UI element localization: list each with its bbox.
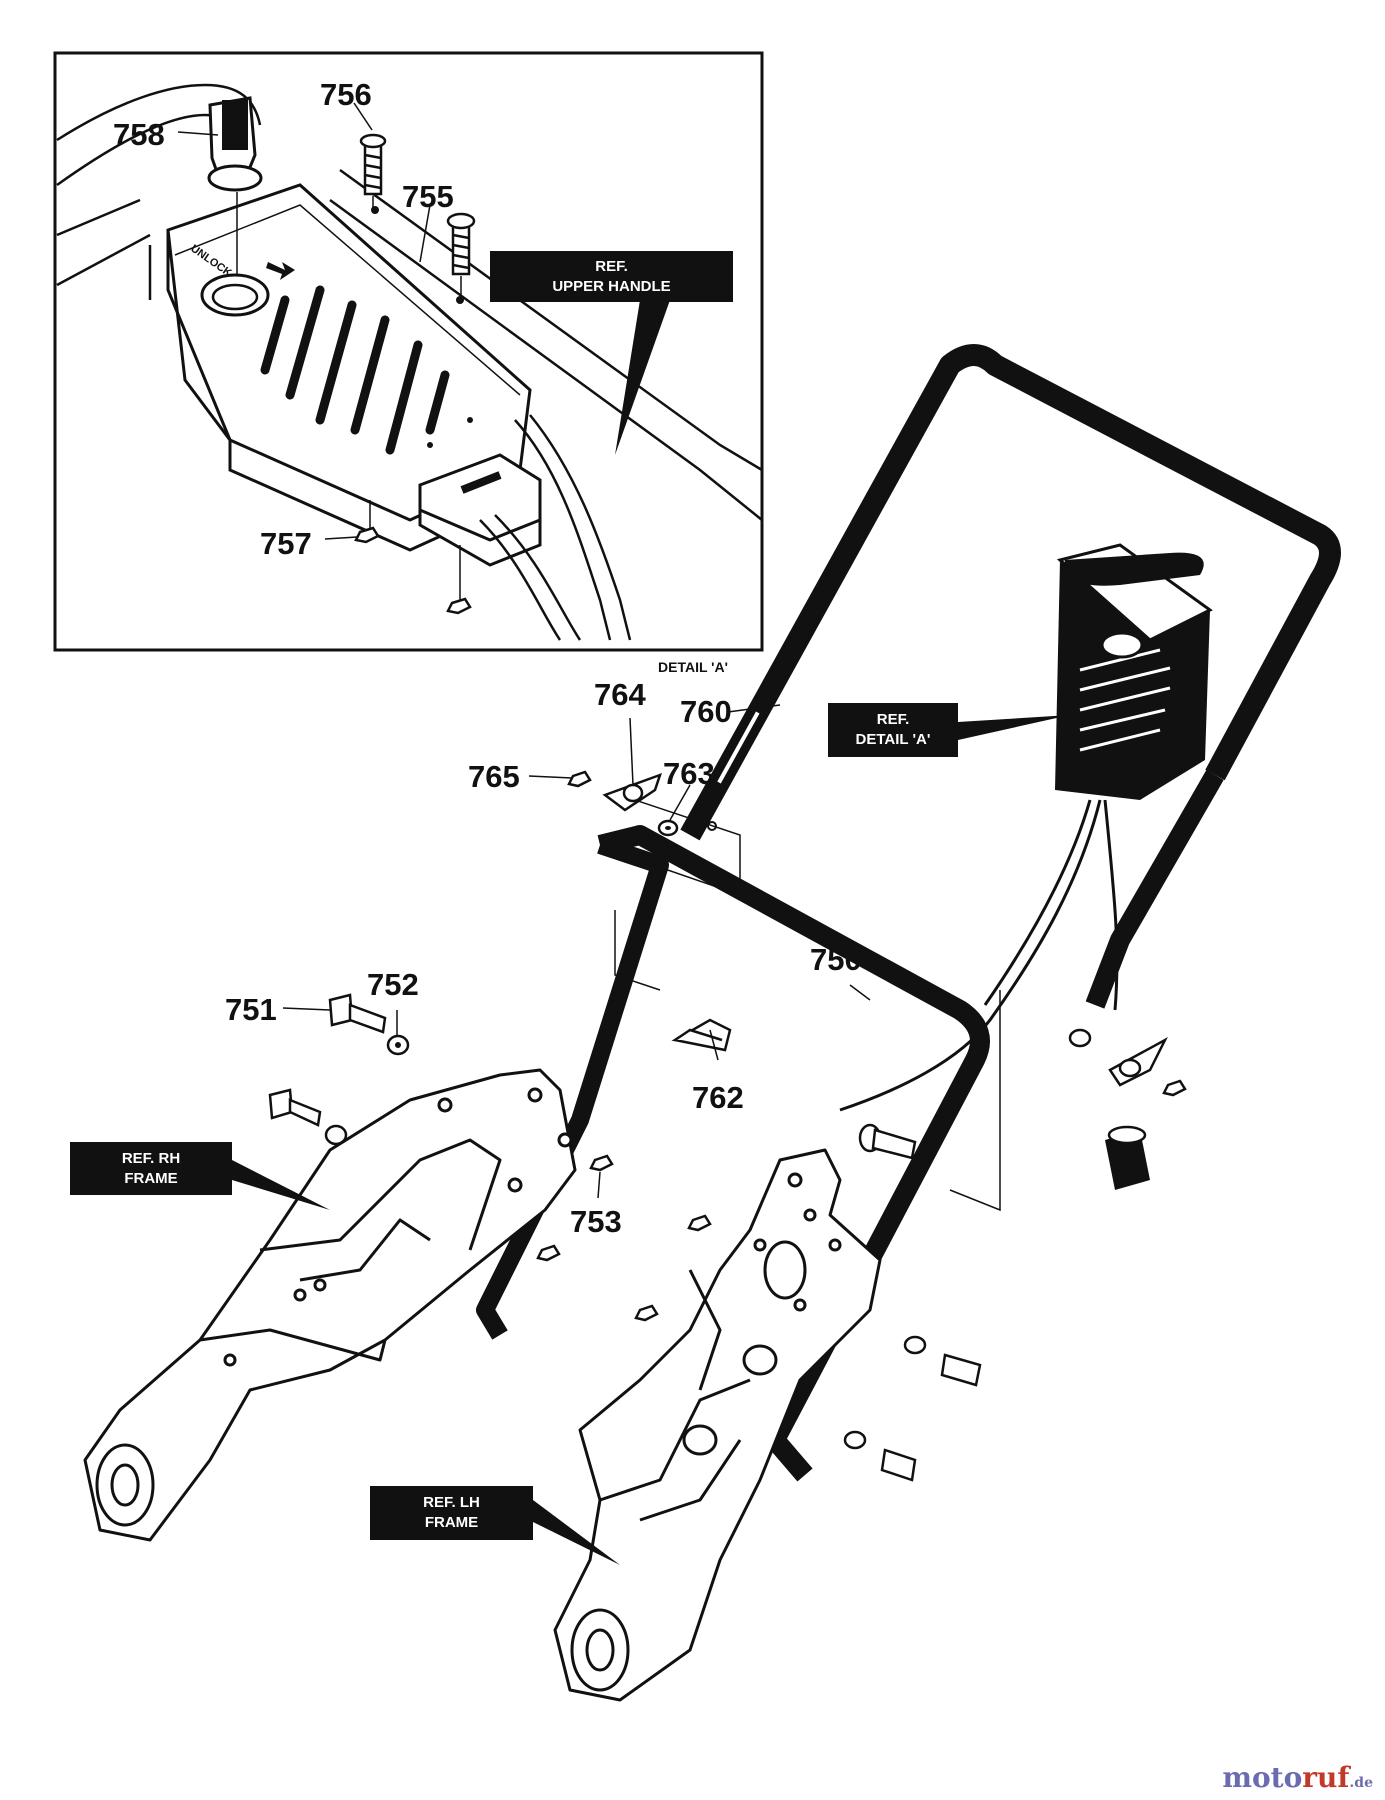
nut-mid [536, 1244, 561, 1262]
lower-handle-750 [476, 770, 1224, 1482]
part-758: 758 [113, 117, 165, 152]
inset-leaders [177, 102, 431, 540]
switch-bracket [418, 453, 542, 567]
ref-lh-frame-line2: FRAME [424, 1514, 479, 1531]
rh-frame [83, 1068, 577, 1542]
nut-lower [446, 597, 472, 615]
part-753: 753 [570, 1204, 622, 1239]
cable-plug [1105, 1125, 1150, 1190]
part-757: 757 [260, 526, 312, 561]
ref-detail-a-box: REF. DETAIL 'A' [828, 703, 958, 757]
knob-right [1068, 1028, 1187, 1097]
switch-wires [479, 414, 632, 641]
ref-rh-frame-line1: REF. RH [121, 1149, 181, 1167]
main-leaders [282, 704, 871, 1199]
part-760: 760 [680, 694, 732, 729]
detail-a-pointer [958, 715, 1070, 740]
detail-a-inset: UNLOCK [53, 51, 764, 652]
lh-frame-pointer [533, 1500, 620, 1565]
part-756: 756 [320, 77, 372, 112]
detail-a-caption: DETAIL 'A' [658, 659, 728, 675]
part-number-labels: 756 758 755 757 764 760 765 763 750 751 … [113, 77, 862, 1239]
ref-lh-frame-box: REF. LH FRAME [370, 1486, 533, 1540]
ref-rh-frame-line2: FRAME [124, 1169, 178, 1187]
part-751: 751 [225, 992, 277, 1027]
bolt-756 [359, 133, 387, 196]
bolt-762 [671, 1018, 732, 1052]
control-box-on-handle [1055, 543, 1213, 800]
part-763: 763 [663, 756, 715, 791]
watermark-part-b: ruf [1302, 1761, 1350, 1794]
control-box-755: UNLOCK [166, 183, 532, 552]
part-764: 764 [594, 677, 646, 712]
rh-frame-pointer [232, 1160, 330, 1210]
watermark-logo: motoruf.de [1222, 1761, 1373, 1794]
ref-upper-handle-box: REF. UPPER HANDLE [490, 251, 733, 302]
lh-frame [553, 1148, 882, 1702]
part-750: 750 [810, 942, 862, 977]
part-762: 762 [692, 1080, 744, 1115]
nut-lh-1 [687, 1214, 712, 1232]
part-752: 752 [367, 967, 419, 1002]
key-758 [207, 96, 263, 192]
nut-765 [567, 770, 592, 788]
ref-upper-handle-line1: REF. [595, 257, 628, 275]
ref-rh-frame-box: REF. RH FRAME [70, 1142, 232, 1195]
watermark-part-a: moto [1222, 1761, 1303, 1794]
bolt-center-lh [858, 1123, 917, 1160]
ref-detail-a-line1: REF. [876, 711, 910, 728]
handle-box-slots [1079, 648, 1171, 752]
ref-detail-a-line2: DETAIL 'A' [855, 731, 931, 748]
upper-handle-760 [680, 344, 1341, 841]
nut-753 [589, 1154, 614, 1172]
bolt-751 [328, 993, 387, 1034]
part-755: 755 [402, 179, 454, 214]
nut-757 [354, 526, 380, 544]
ref-upper-handle-line2: UPPER HANDLE [552, 277, 671, 295]
upper-handle-pointer [615, 300, 670, 455]
ref-lh-frame-line1: REF. LH [423, 1494, 480, 1511]
bolts-lh-right [843, 1335, 982, 1482]
vent-slots [260, 285, 450, 455]
watermark-tld: .de [1349, 1775, 1373, 1791]
control-cables [839, 799, 1119, 1112]
nut-lh-2 [634, 1304, 659, 1322]
part-765: 765 [468, 759, 520, 794]
alignment-lines [609, 794, 1001, 1212]
bolt-second [446, 212, 476, 276]
bolt-left-frame [268, 1088, 322, 1127]
